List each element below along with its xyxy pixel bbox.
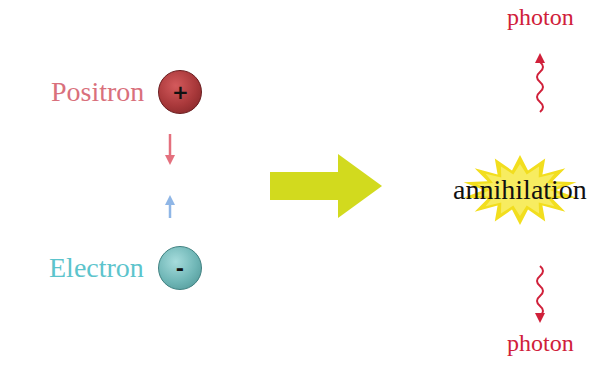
photon-wave [537,266,543,318]
particle-name: Positron [51,76,144,108]
process-arrow [270,154,382,218]
particle-name: Electron [49,252,144,284]
photon-wave [537,58,543,112]
event-name: annihilation [453,174,587,206]
motion-arrow [169,134,172,160]
annihilation-burst: annihilation [448,154,592,226]
motion-arrow [169,200,172,218]
charge-sign: - [176,258,184,278]
particle-circle: + [158,70,202,114]
particle-node: Positron + [51,70,202,114]
photon-label: photon [507,4,574,31]
particle-circle: - [158,246,202,290]
charge-sign: + [172,82,189,102]
particle-node: Electron - [49,246,202,290]
photon-label: photon [507,330,574,357]
